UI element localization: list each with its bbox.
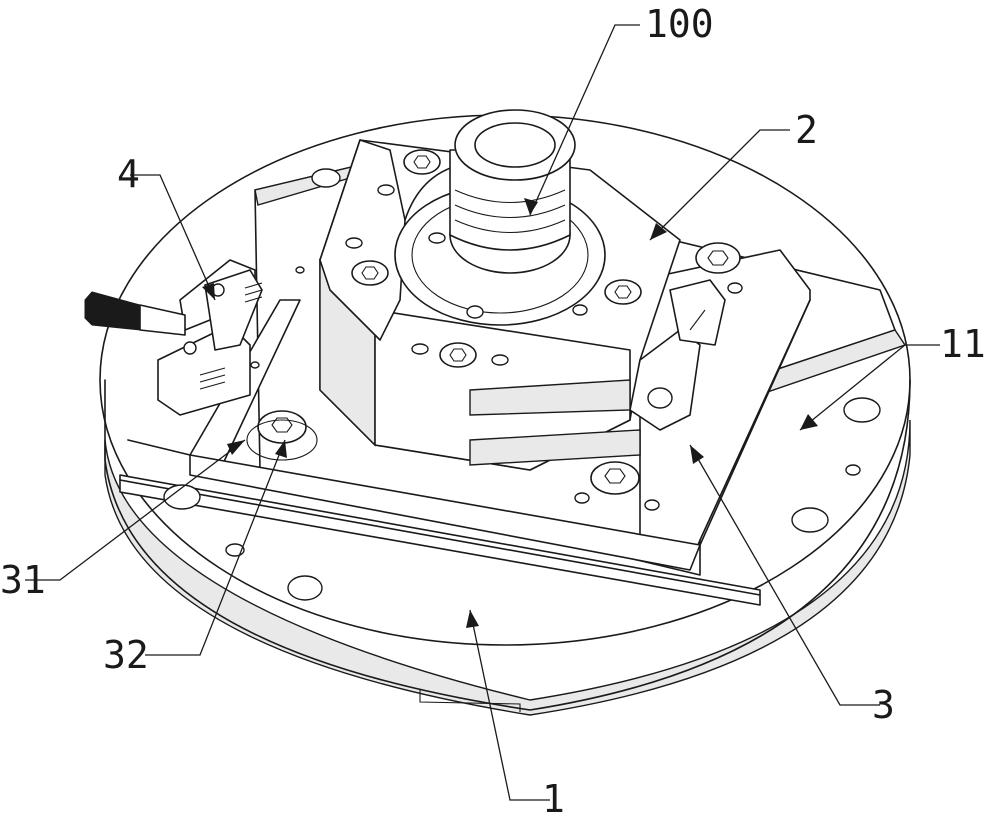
micrometer-assembly (84, 259, 305, 416)
label-32: 32 (103, 633, 149, 677)
label-4: 4 (117, 152, 140, 196)
bolt (695, 242, 741, 274)
spindle-workpiece (394, 109, 606, 326)
base-holes (163, 168, 881, 601)
side-clamp-arm (629, 279, 726, 431)
label-11: 11 (940, 322, 986, 366)
bolts (246, 149, 743, 511)
label-31: 31 (0, 558, 46, 602)
bolt (439, 342, 477, 368)
bolt (604, 279, 642, 305)
label-1: 1 (542, 777, 565, 821)
bolt (403, 149, 441, 175)
part-labels: 100 2 4 11 31 32 3 1 (0, 2, 986, 821)
label-2: 2 (795, 108, 818, 152)
label-100: 100 (645, 2, 714, 46)
bolt (590, 461, 640, 495)
bolt (351, 260, 389, 286)
label-3: 3 (872, 683, 895, 727)
leaders (25, 24, 940, 801)
bolt (246, 410, 318, 461)
